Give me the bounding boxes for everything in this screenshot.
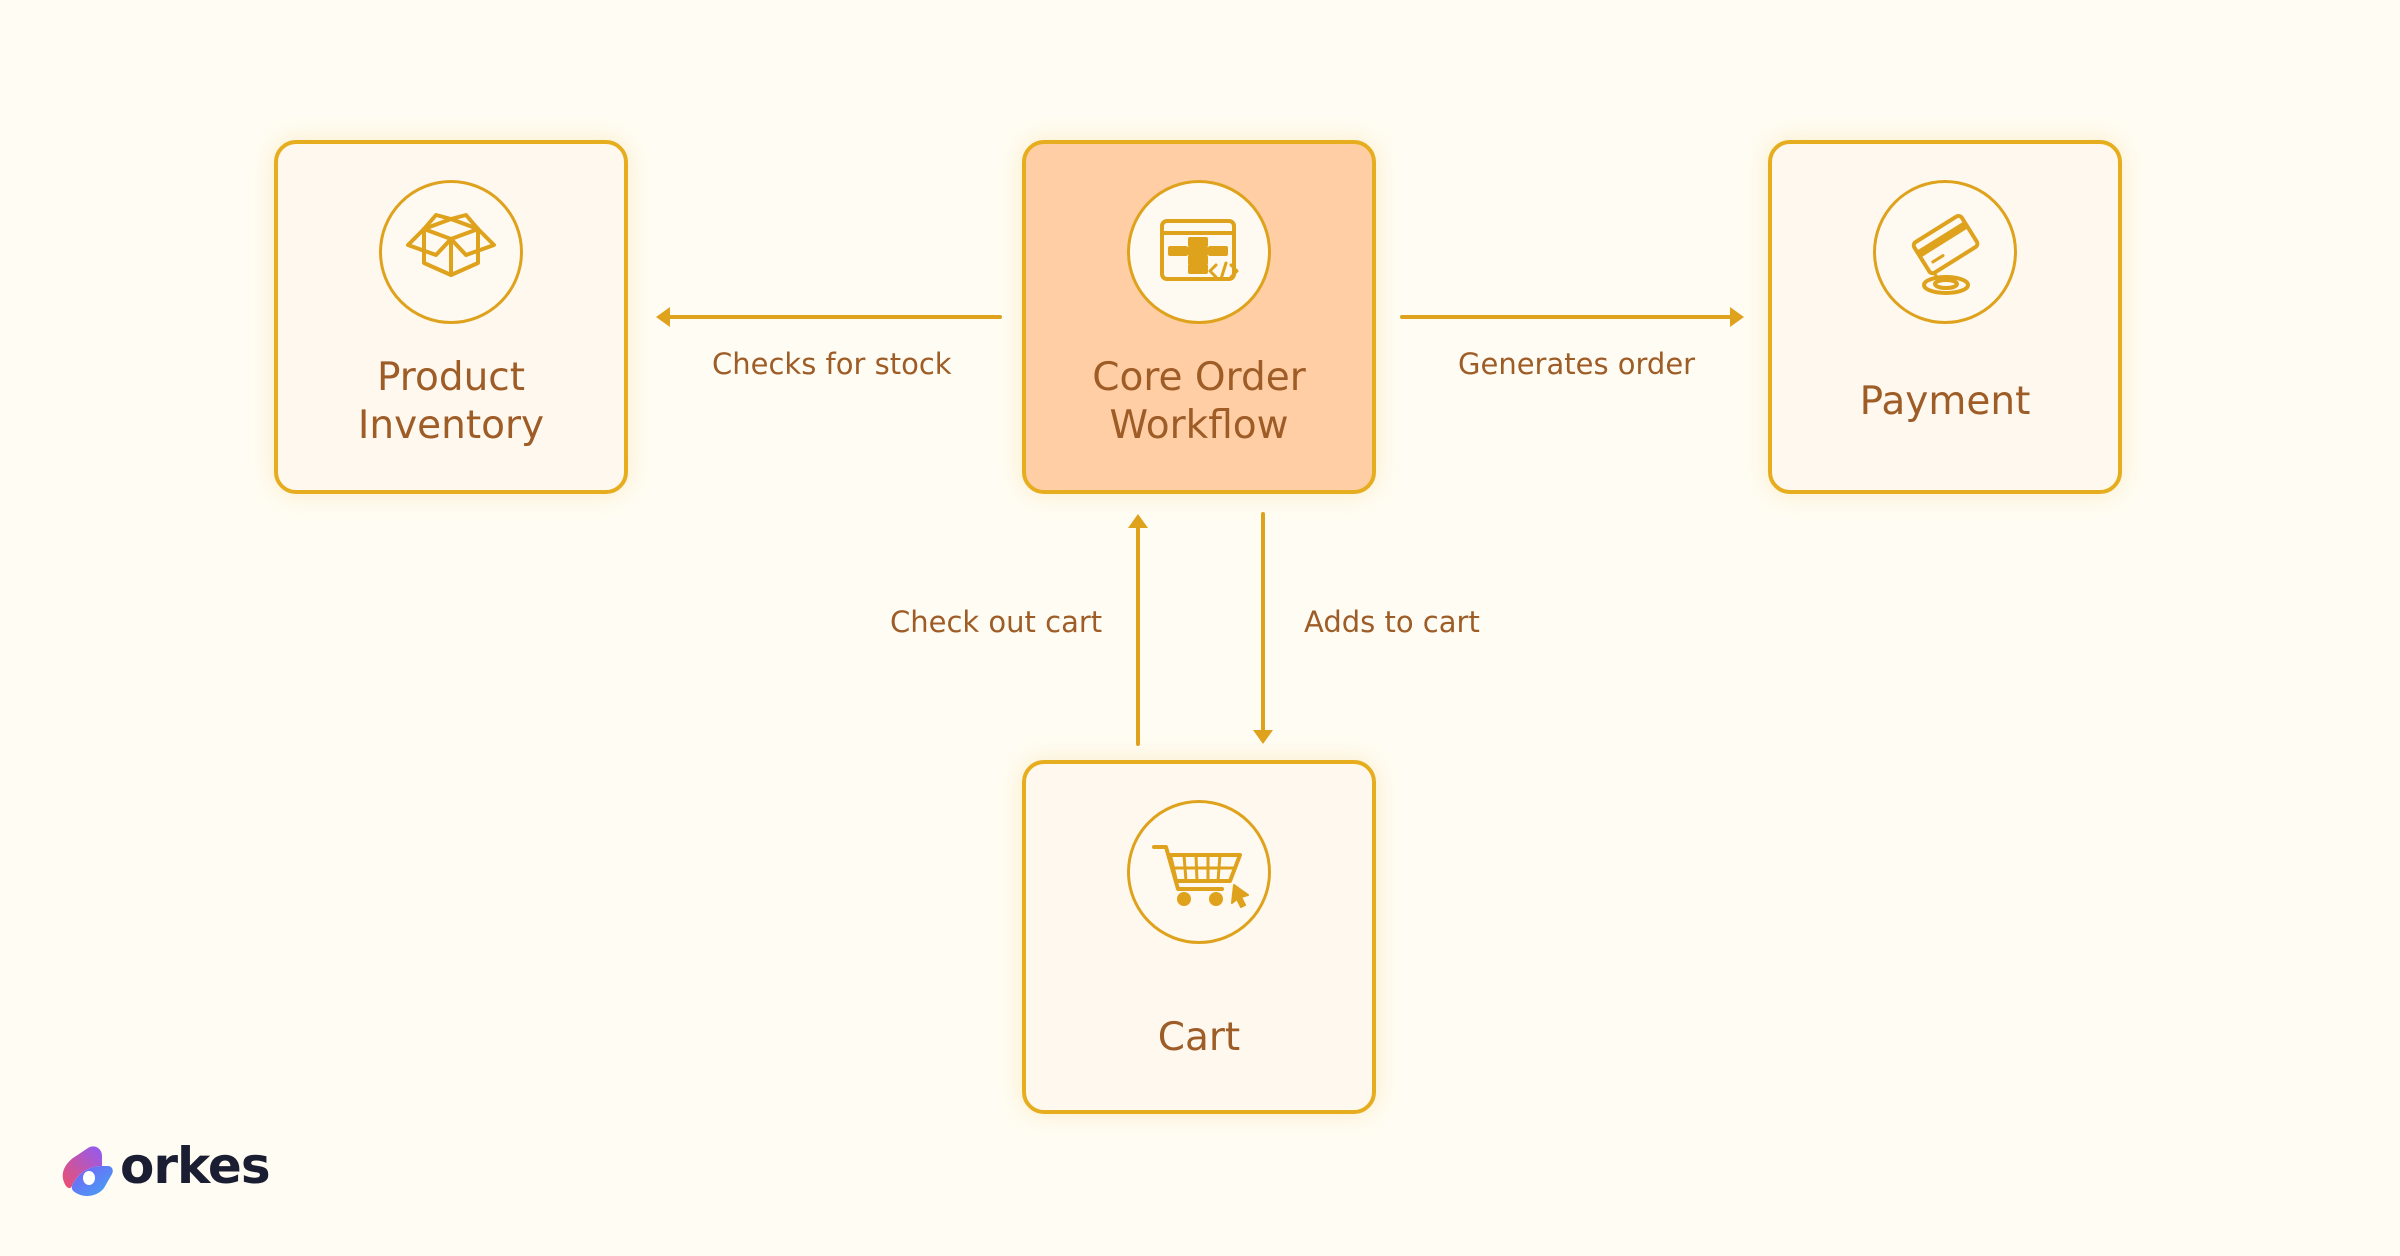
workflow-code-icon: [1127, 180, 1271, 324]
arrowhead-inventory: [656, 307, 670, 327]
edge-label-generates-order: Generates order: [1458, 347, 1696, 381]
node-payment[interactable]: Payment: [1768, 140, 2122, 494]
arrowhead-cart-down: [1253, 730, 1273, 744]
node-cart[interactable]: Cart: [1022, 760, 1376, 1114]
brand-name: orkes: [120, 1137, 271, 1195]
arrowhead-core-up: [1128, 514, 1148, 528]
edge-label-adds-to-cart: Adds to cart: [1304, 605, 1480, 639]
node-product-inventory[interactable]: Product Inventory: [274, 140, 628, 494]
node-label: Product Inventory: [357, 355, 545, 448]
card-payment-icon: [1873, 180, 2017, 324]
node-label: Core Order Workflow: [1092, 355, 1306, 448]
orkes-logo-icon: [62, 1146, 113, 1196]
edge-label-check-out-cart: Check out cart: [890, 605, 1103, 639]
box-icon: [379, 180, 523, 324]
arrowhead-payment: [1730, 307, 1744, 327]
shopping-cart-icon: [1127, 800, 1271, 944]
node-core-order-workflow[interactable]: Core Order Workflow: [1022, 140, 1376, 494]
node-label: Cart: [1157, 1015, 1241, 1060]
node-label: Payment: [1859, 379, 2031, 424]
edge-label-checks-stock: Checks for stock: [712, 347, 952, 381]
